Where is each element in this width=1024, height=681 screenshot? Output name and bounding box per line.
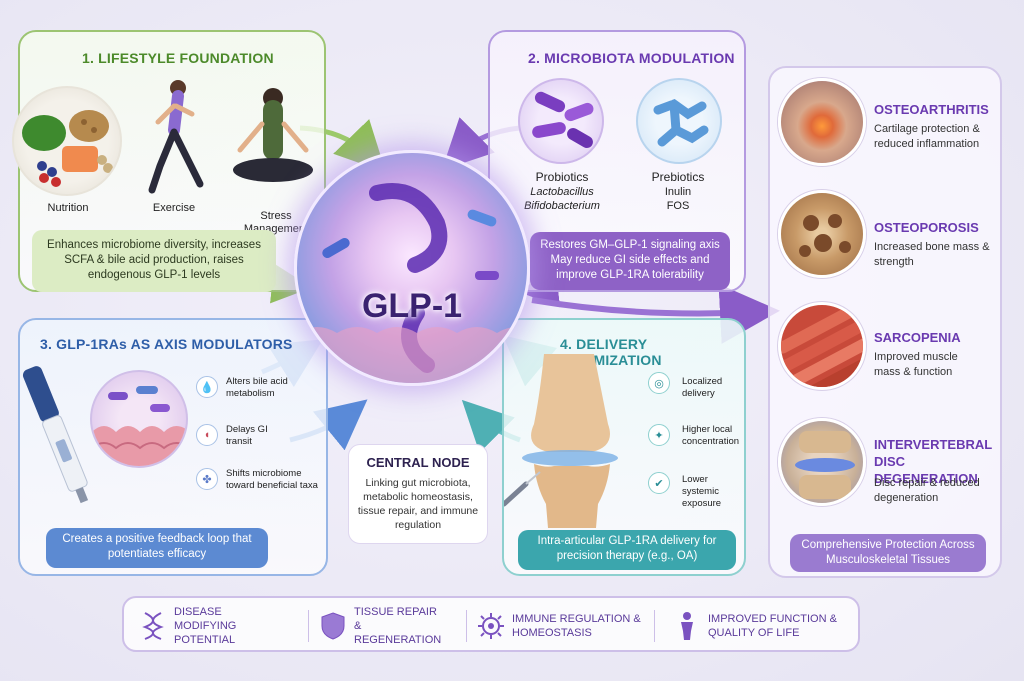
- sarcopenia-text: Improved muscle mass & function: [874, 351, 958, 378]
- disc-degeneration-text: Disc repair & reduced degeneration: [874, 477, 980, 504]
- central-node-title: CENTRAL NODE: [366, 455, 470, 470]
- osteoporosis-text: Increased bone mass & strength: [874, 241, 990, 268]
- runner-icon: [148, 80, 204, 194]
- axis-title: 3. GLP-1RAs AS AXIS MODULATORS: [40, 336, 293, 352]
- axis-modulators-panel: 3. GLP-1RAs AS AXIS MODULATORS 💧 Alters …: [18, 318, 328, 576]
- target-icon: ◎: [648, 372, 670, 394]
- lifestyle-panel: 1. LIFESTYLE FOUNDATION Nutrition Exerci…: [12, 30, 326, 292]
- dna-icon: [138, 611, 168, 641]
- prebiotics-label: Prebiotics: [651, 170, 705, 184]
- divider: [654, 610, 655, 642]
- osteoarthritis-title: OSTEOARTHRITIS: [874, 102, 989, 117]
- muscle-fiber-icon: [778, 302, 866, 390]
- benefit-1-text: DISEASE MODIFYING POTENTIAL: [174, 606, 237, 646]
- delivery-panel: 4. DELIVERY OPTIMIZATION ◎ Localized del…: [502, 318, 746, 576]
- benefits-bar: DISEASE MODIFYING POTENTIAL TISSUE REPAI…: [122, 596, 860, 652]
- lifestyle-title: 1. LIFESTYLE FOUNDATION: [82, 50, 274, 66]
- outcomes-summary: Comprehensive Protection Across Musculos…: [790, 534, 986, 572]
- droplet-icon: 💧: [196, 376, 218, 398]
- stomach-icon: ◖: [196, 424, 218, 446]
- axis-summary: Creates a positive feedback loop that po…: [46, 528, 268, 568]
- benefit-immune-regulation: IMMUNE REGULATION & HOMEOSTASIS: [476, 608, 642, 644]
- bone-structure-icon: [778, 190, 866, 278]
- axis-item-1: Alters bile acid metabolism: [226, 376, 288, 399]
- knee-inflammation-icon: [778, 78, 866, 166]
- disc-degeneration-title: INTERVERTEBRAL DISC DEGENERATION: [874, 437, 992, 486]
- central-node-card: CENTRAL NODE Linking gut microbiota, met…: [348, 444, 488, 544]
- delivery-item-1: Localized delivery: [682, 376, 723, 399]
- prebiotics-item-2: FOS: [666, 200, 690, 212]
- person-icon: [672, 611, 702, 641]
- microbiota-title: 2. MICROBIOTA MODULATION: [528, 50, 735, 66]
- immune-cell-icon: [476, 611, 506, 641]
- prebiotics-item-1: Inulin: [664, 186, 692, 198]
- lifestyle-summary: Enhances microbiome diversity, increases…: [32, 230, 276, 292]
- expand-icon: ✦: [648, 424, 670, 446]
- knee-joint-icon: [504, 354, 618, 528]
- microbe-icon: ✤: [196, 468, 218, 490]
- glp1-central-circle: GLP-1: [294, 150, 530, 386]
- osteoporosis-title: OSTEOPOROSIS: [874, 220, 979, 235]
- probiotics-label: Probiotics: [535, 170, 589, 184]
- benefit-disease-modifying: DISEASE MODIFYING POTENTIAL: [138, 606, 274, 646]
- glp1-label: GLP-1: [361, 287, 463, 325]
- probiotics-strain-1: Lactobacillus: [530, 186, 594, 198]
- delivery-item-3: Lower systemic exposure: [682, 474, 722, 509]
- microbiota-panel: 2. MICROBIOTA MODULATION Probiotics Lact…: [488, 30, 746, 292]
- benefit-2-text: TISSUE REPAIR & REGENERATION: [354, 606, 442, 646]
- outcomes-panel: OSTEOARTHRITIS Cartilage protection & re…: [768, 66, 1002, 578]
- shield-icon: [318, 611, 348, 641]
- shield-check-icon: ✔: [648, 472, 670, 494]
- benefit-3-text: IMMUNE REGULATION & HOMEOSTASIS: [512, 613, 641, 639]
- benefit-quality-of-life: IMPROVED FUNCTION & QUALITY OF LIFE: [672, 608, 848, 644]
- pen-injector-icon: [22, 366, 89, 504]
- osteoarthritis-text: Cartilage protection & reduced inflammat…: [874, 123, 980, 150]
- axis-item-3: Shifts microbiome toward beneficial taxa: [226, 468, 318, 491]
- probiotics-strain-2: Bifidobacterium: [524, 200, 600, 212]
- spine-disc-icon: [778, 418, 866, 506]
- sarcopenia-title: SARCOPENIA: [874, 330, 961, 345]
- meditation-icon: [233, 88, 313, 182]
- delivery-item-2: Higher local concentration: [682, 424, 740, 447]
- benefit-4-text: IMPROVED FUNCTION & QUALITY OF LIFE: [708, 613, 837, 639]
- axis-item-2: Delays GI transit: [226, 424, 268, 447]
- gut-cells-icon: [90, 370, 188, 468]
- divider: [466, 610, 467, 642]
- arrow-center-to-outcomes: [531, 283, 780, 344]
- prebiotics-molecule-icon: [636, 78, 722, 164]
- central-node-text: Linking gut microbiota, metabolic homeos…: [357, 477, 479, 531]
- nutrition-label: Nutrition: [47, 202, 89, 214]
- delivery-summary: Intra-articular GLP-1RA delivery for pre…: [518, 530, 736, 570]
- benefit-tissue-repair: TISSUE REPAIR & REGENERATION: [318, 606, 446, 646]
- divider: [308, 610, 309, 642]
- nutrition-icon: [12, 86, 122, 196]
- probiotics-bacteria-icon: [518, 78, 604, 164]
- exercise-label: Exercise: [152, 202, 196, 214]
- microbiota-summary: Restores GM–GLP-1 signaling axis May red…: [530, 232, 730, 290]
